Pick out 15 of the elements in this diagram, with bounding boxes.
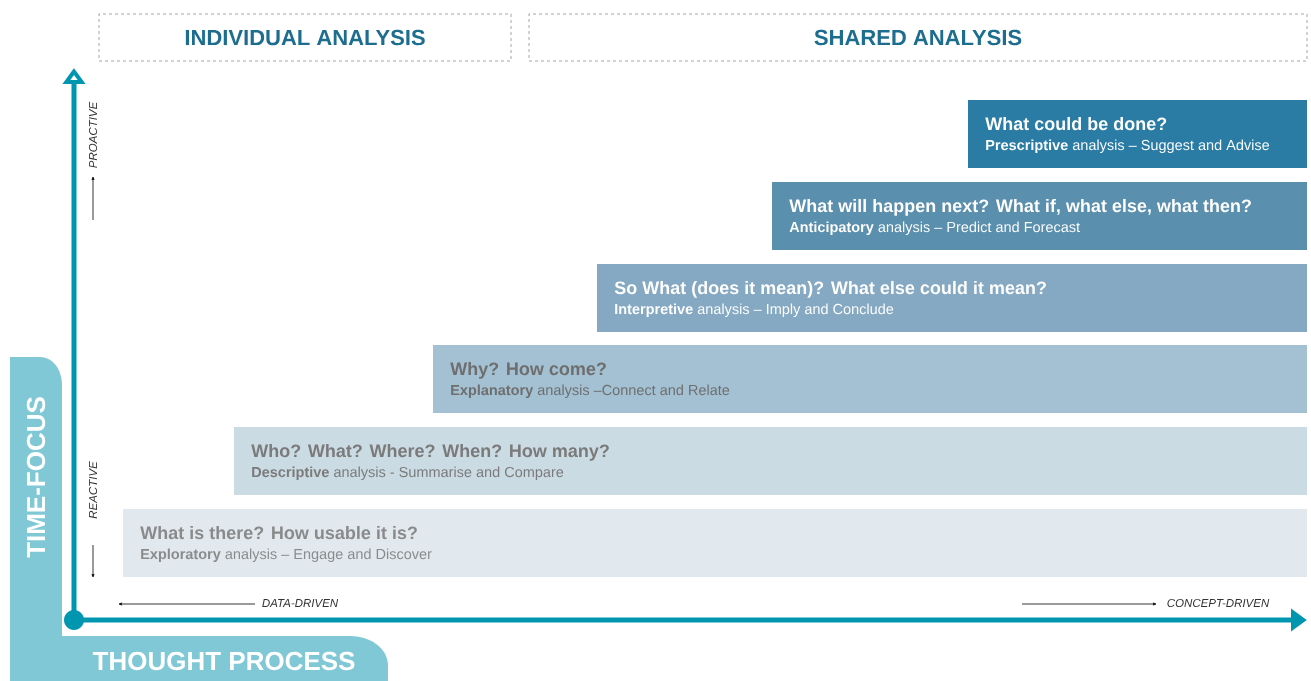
axis-label: REACTIVE (88, 461, 98, 519)
step-box: Who? What? Where? When? How many? Descriptive analysis - Summarise and Compare (233, 426, 1308, 496)
step-box: What is there? How usable it is? Exploratory analysis – Engage and Discover (122, 508, 1308, 578)
axis-band: THOUGHT PROCESS (62, 636, 388, 681)
header-box: SHARED ANALYSIS (528, 13, 1308, 62)
axis-band: TIME-FOCUS (10, 357, 62, 681)
header-box: INDIVIDUAL ANALYSIS (98, 13, 512, 62)
node-label: THOUGHT PROCESS (92, 651, 355, 671)
axis-label: DATA-DRIVEN (262, 599, 339, 607)
step-box: What could be done? Prescriptive analysis – Suggest and Advise (967, 99, 1308, 169)
step-box: Why? How come? Explanatory analysis –Connect and Relate (432, 344, 1308, 414)
axis-label: PROACTIVE (88, 101, 98, 168)
axis-label: CONCEPT-DRIVEN (1167, 598, 1270, 608)
step-box: What will happen next? What if, what else, what then? Anticipatory analysis – Predict and Forecast (771, 181, 1308, 251)
step-box: So What (does it mean)? What else could it mean? Interpretive analysis – Imply and Conclude (596, 263, 1308, 333)
